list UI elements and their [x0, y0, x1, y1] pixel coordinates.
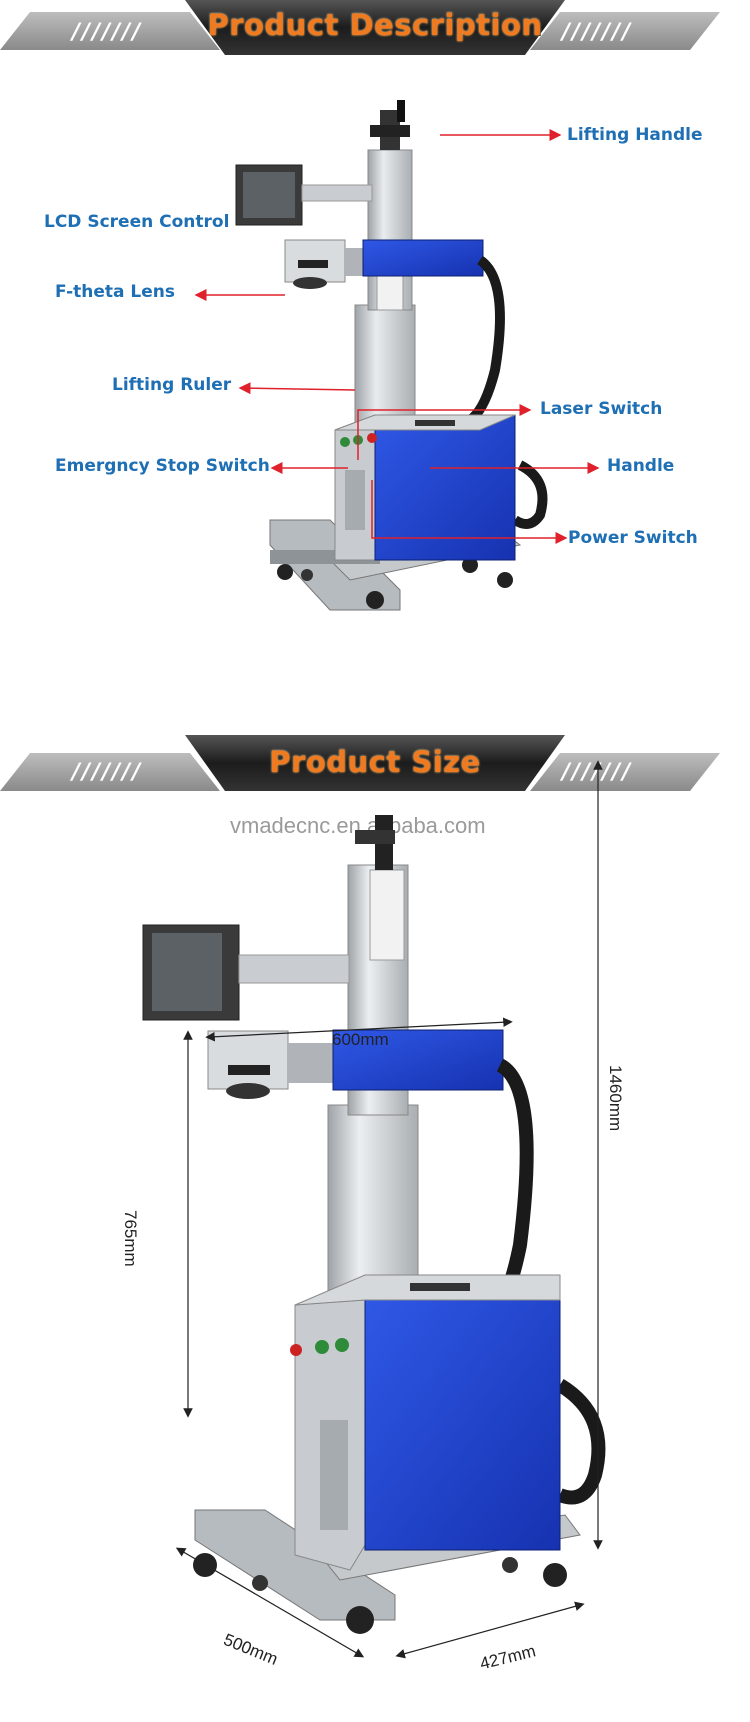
- label-lifting-ruler: Lifting Ruler: [112, 375, 232, 395]
- product-description-section: /////// /////// Product Description: [0, 0, 750, 660]
- product-size-section: /////// /////// Product Size vmadecnc.en…: [0, 735, 750, 1722]
- callout-arrows: [194, 129, 600, 544]
- banner-slashes-left: ///////: [72, 20, 143, 45]
- banner-graphic: [0, 735, 720, 791]
- label-emergency-stop-switch: Emergncy Stop Switch: [55, 456, 270, 476]
- label-power-switch: Power Switch: [568, 528, 698, 548]
- dimension-column-height-label: 765mm: [121, 1210, 140, 1267]
- section-title: Product Description: [207, 8, 543, 42]
- arrow-lifting-ruler: [238, 382, 356, 395]
- label-lifting-handle: Lifting Handle: [567, 125, 703, 145]
- section-title: Product Size: [269, 745, 481, 779]
- dimension-total-height-label: 1460mm: [606, 1065, 625, 1132]
- label-handle: Handle: [607, 456, 675, 476]
- dimension-line-base-width: [395, 1601, 585, 1659]
- banner-graphic: [0, 0, 720, 55]
- dimension-line-width: [205, 1017, 513, 1042]
- arrow-laser-switch: [357, 404, 532, 460]
- banner-slashes-right: ///////: [562, 20, 633, 45]
- description-banner: /////// /////// Product Description: [0, 0, 750, 60]
- banner-slashes-left: ///////: [72, 760, 143, 785]
- arrow-power-switch: [371, 480, 568, 544]
- laser-marking-machine-illustration: [235, 100, 548, 611]
- dimension-width-label: 600mm: [332, 1030, 389, 1049]
- size-banner: /////// /////// Product Size: [0, 735, 750, 795]
- label-lcd-screen-control: LCD Screen Control: [44, 212, 230, 232]
- label-laser-switch: Laser Switch: [540, 399, 663, 419]
- label-f-theta-lens: F-theta Lens: [55, 282, 176, 302]
- dimension-lines: [175, 760, 603, 1659]
- dimension-line-base-depth: [175, 1547, 365, 1658]
